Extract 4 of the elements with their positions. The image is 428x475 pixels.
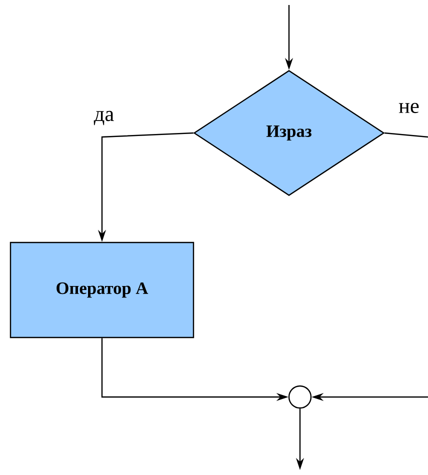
process-box: Оператор А (10, 242, 194, 338)
connector-circle (288, 385, 312, 409)
edge-label: не (397, 102, 421, 114)
edge-label: да (92, 110, 116, 126)
